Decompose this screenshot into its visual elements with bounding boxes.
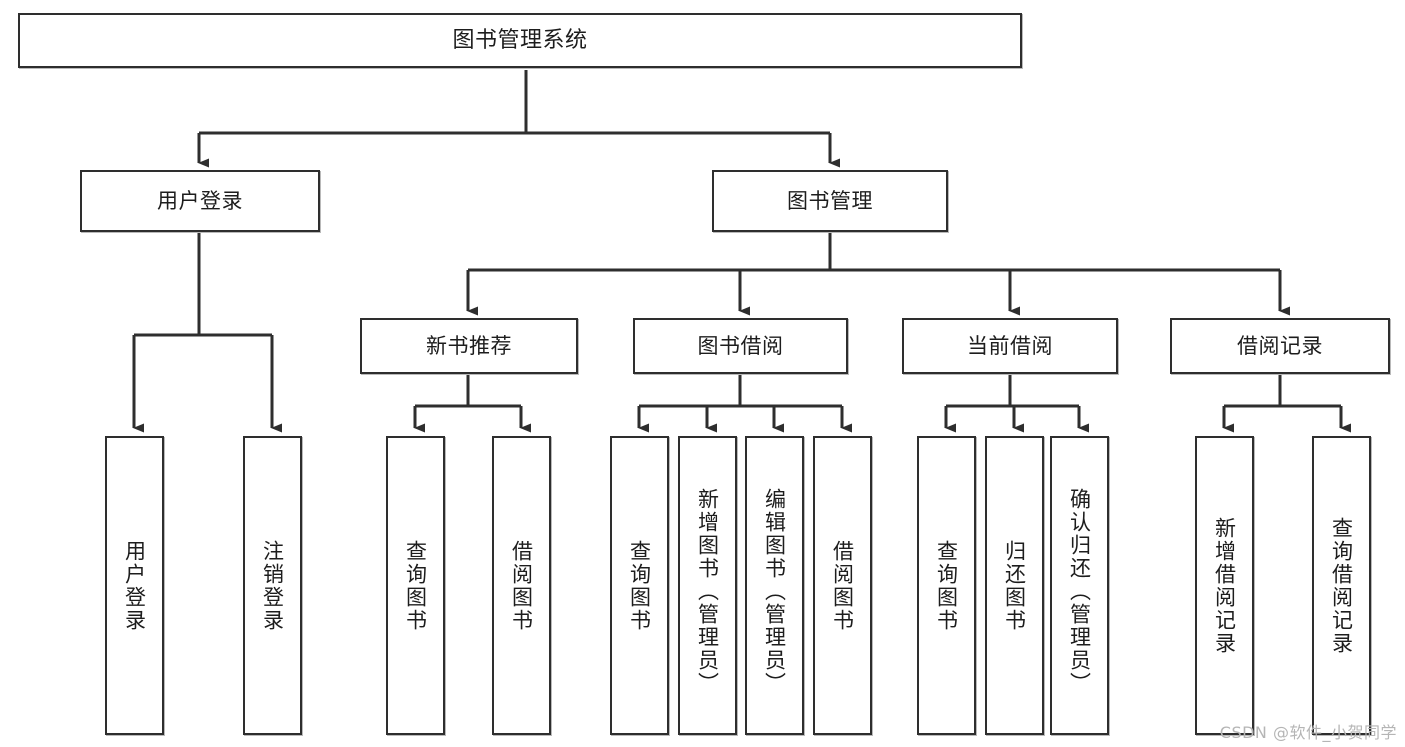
node-label: 新增图书（管理员）	[695, 488, 720, 695]
leaf-current-borrow-query[interactable]: 查询图书	[917, 436, 976, 735]
node-label: 图书管理	[787, 188, 873, 213]
leaf-new-book-query[interactable]: 查询图书	[386, 436, 445, 735]
leaf-user-login-login[interactable]: 用户登录	[105, 436, 164, 735]
leaf-book-borrow-query[interactable]: 查询图书	[610, 436, 669, 735]
node-label: 借阅记录	[1237, 333, 1323, 358]
node-label: 用户登录	[122, 539, 147, 632]
leaf-book-borrow-borrow[interactable]: 借阅图书	[813, 436, 872, 735]
node-label: 借阅图书	[509, 539, 534, 632]
node-label: 当前借阅	[967, 333, 1053, 358]
leaf-user-login-logout[interactable]: 注销登录	[243, 436, 302, 735]
node-label: 查询借阅记录	[1329, 516, 1354, 655]
node-root-library-system[interactable]: 图书管理系统	[18, 13, 1022, 68]
node-label: 注销登录	[260, 539, 285, 632]
node-label: 查询图书	[403, 539, 428, 632]
node-borrow-record[interactable]: 借阅记录	[1170, 318, 1390, 374]
leaf-borrow-record-add[interactable]: 新增借阅记录	[1195, 436, 1254, 735]
node-book-borrow[interactable]: 图书借阅	[633, 318, 848, 374]
node-current-borrow[interactable]: 当前借阅	[902, 318, 1118, 374]
node-book-management[interactable]: 图书管理	[712, 170, 948, 232]
node-label: 图书管理系统	[452, 27, 588, 53]
leaf-book-borrow-add[interactable]: 新增图书（管理员）	[678, 436, 737, 735]
leaf-book-borrow-edit[interactable]: 编辑图书（管理员）	[745, 436, 804, 735]
node-user-login[interactable]: 用户登录	[80, 170, 320, 232]
leaf-borrow-record-query[interactable]: 查询借阅记录	[1312, 436, 1371, 735]
leaf-current-borrow-return[interactable]: 归还图书	[985, 436, 1044, 735]
node-label: 用户登录	[157, 188, 243, 213]
node-label: 编辑图书（管理员）	[762, 488, 787, 695]
node-label: 确认归还（管理员）	[1067, 488, 1092, 695]
node-label: 查询图书	[627, 539, 652, 632]
node-label: 查询图书	[934, 539, 959, 632]
watermark: CSDN @软件_小贺同学	[1219, 723, 1397, 742]
node-new-book-recommend[interactable]: 新书推荐	[360, 318, 578, 374]
node-label: 借阅图书	[830, 539, 855, 632]
leaf-current-borrow-confirm-return[interactable]: 确认归还（管理员）	[1050, 436, 1109, 735]
node-label: 新书推荐	[426, 333, 512, 358]
node-label: 图书借阅	[697, 333, 784, 358]
node-label: 新增借阅记录	[1212, 516, 1237, 655]
node-label: 归还图书	[1002, 539, 1027, 632]
leaf-new-book-borrow[interactable]: 借阅图书	[492, 436, 551, 735]
